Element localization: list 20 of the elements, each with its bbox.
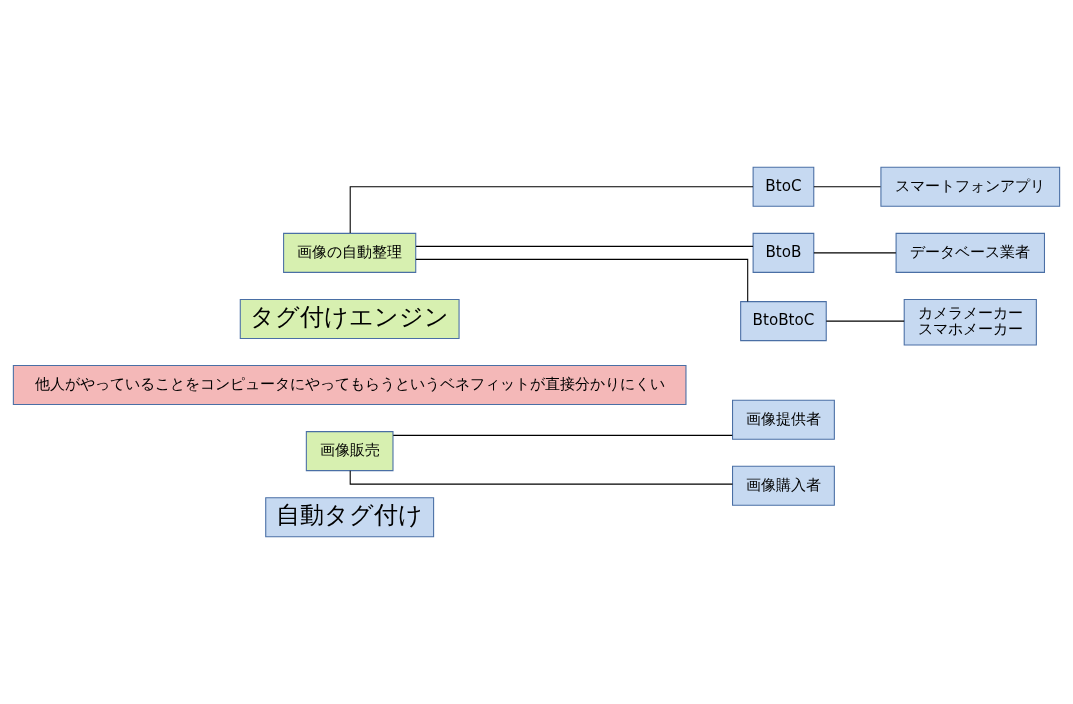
connector xyxy=(825,320,905,322)
node-box: 画像の自動整理 xyxy=(283,232,417,273)
node-box: スマートフォンアプリ xyxy=(880,166,1061,207)
connector xyxy=(415,245,754,247)
node-box: 自動タグ付け xyxy=(265,497,435,538)
node-box: BtoBtoC xyxy=(740,301,827,342)
node-box: 画像提供者 xyxy=(732,399,835,440)
connector xyxy=(415,258,749,303)
node-box: カメラメーカー スマホメーカー xyxy=(903,298,1037,346)
node-box: 他人がやっていることをコンピュータにやってもらうというベネフィットが直接分かりにくい xyxy=(12,365,687,406)
node-box: 画像販売 xyxy=(305,431,394,472)
node-box: 画像購入者 xyxy=(732,465,835,506)
connector xyxy=(813,252,897,254)
node-box: タグ付けエンジン xyxy=(239,298,460,339)
connector xyxy=(349,186,754,234)
node-box: BtoC xyxy=(752,166,815,207)
node-box: データベース業者 xyxy=(895,232,1045,273)
node-box: BtoB xyxy=(752,232,815,273)
connector xyxy=(392,434,733,436)
connector xyxy=(813,186,882,188)
